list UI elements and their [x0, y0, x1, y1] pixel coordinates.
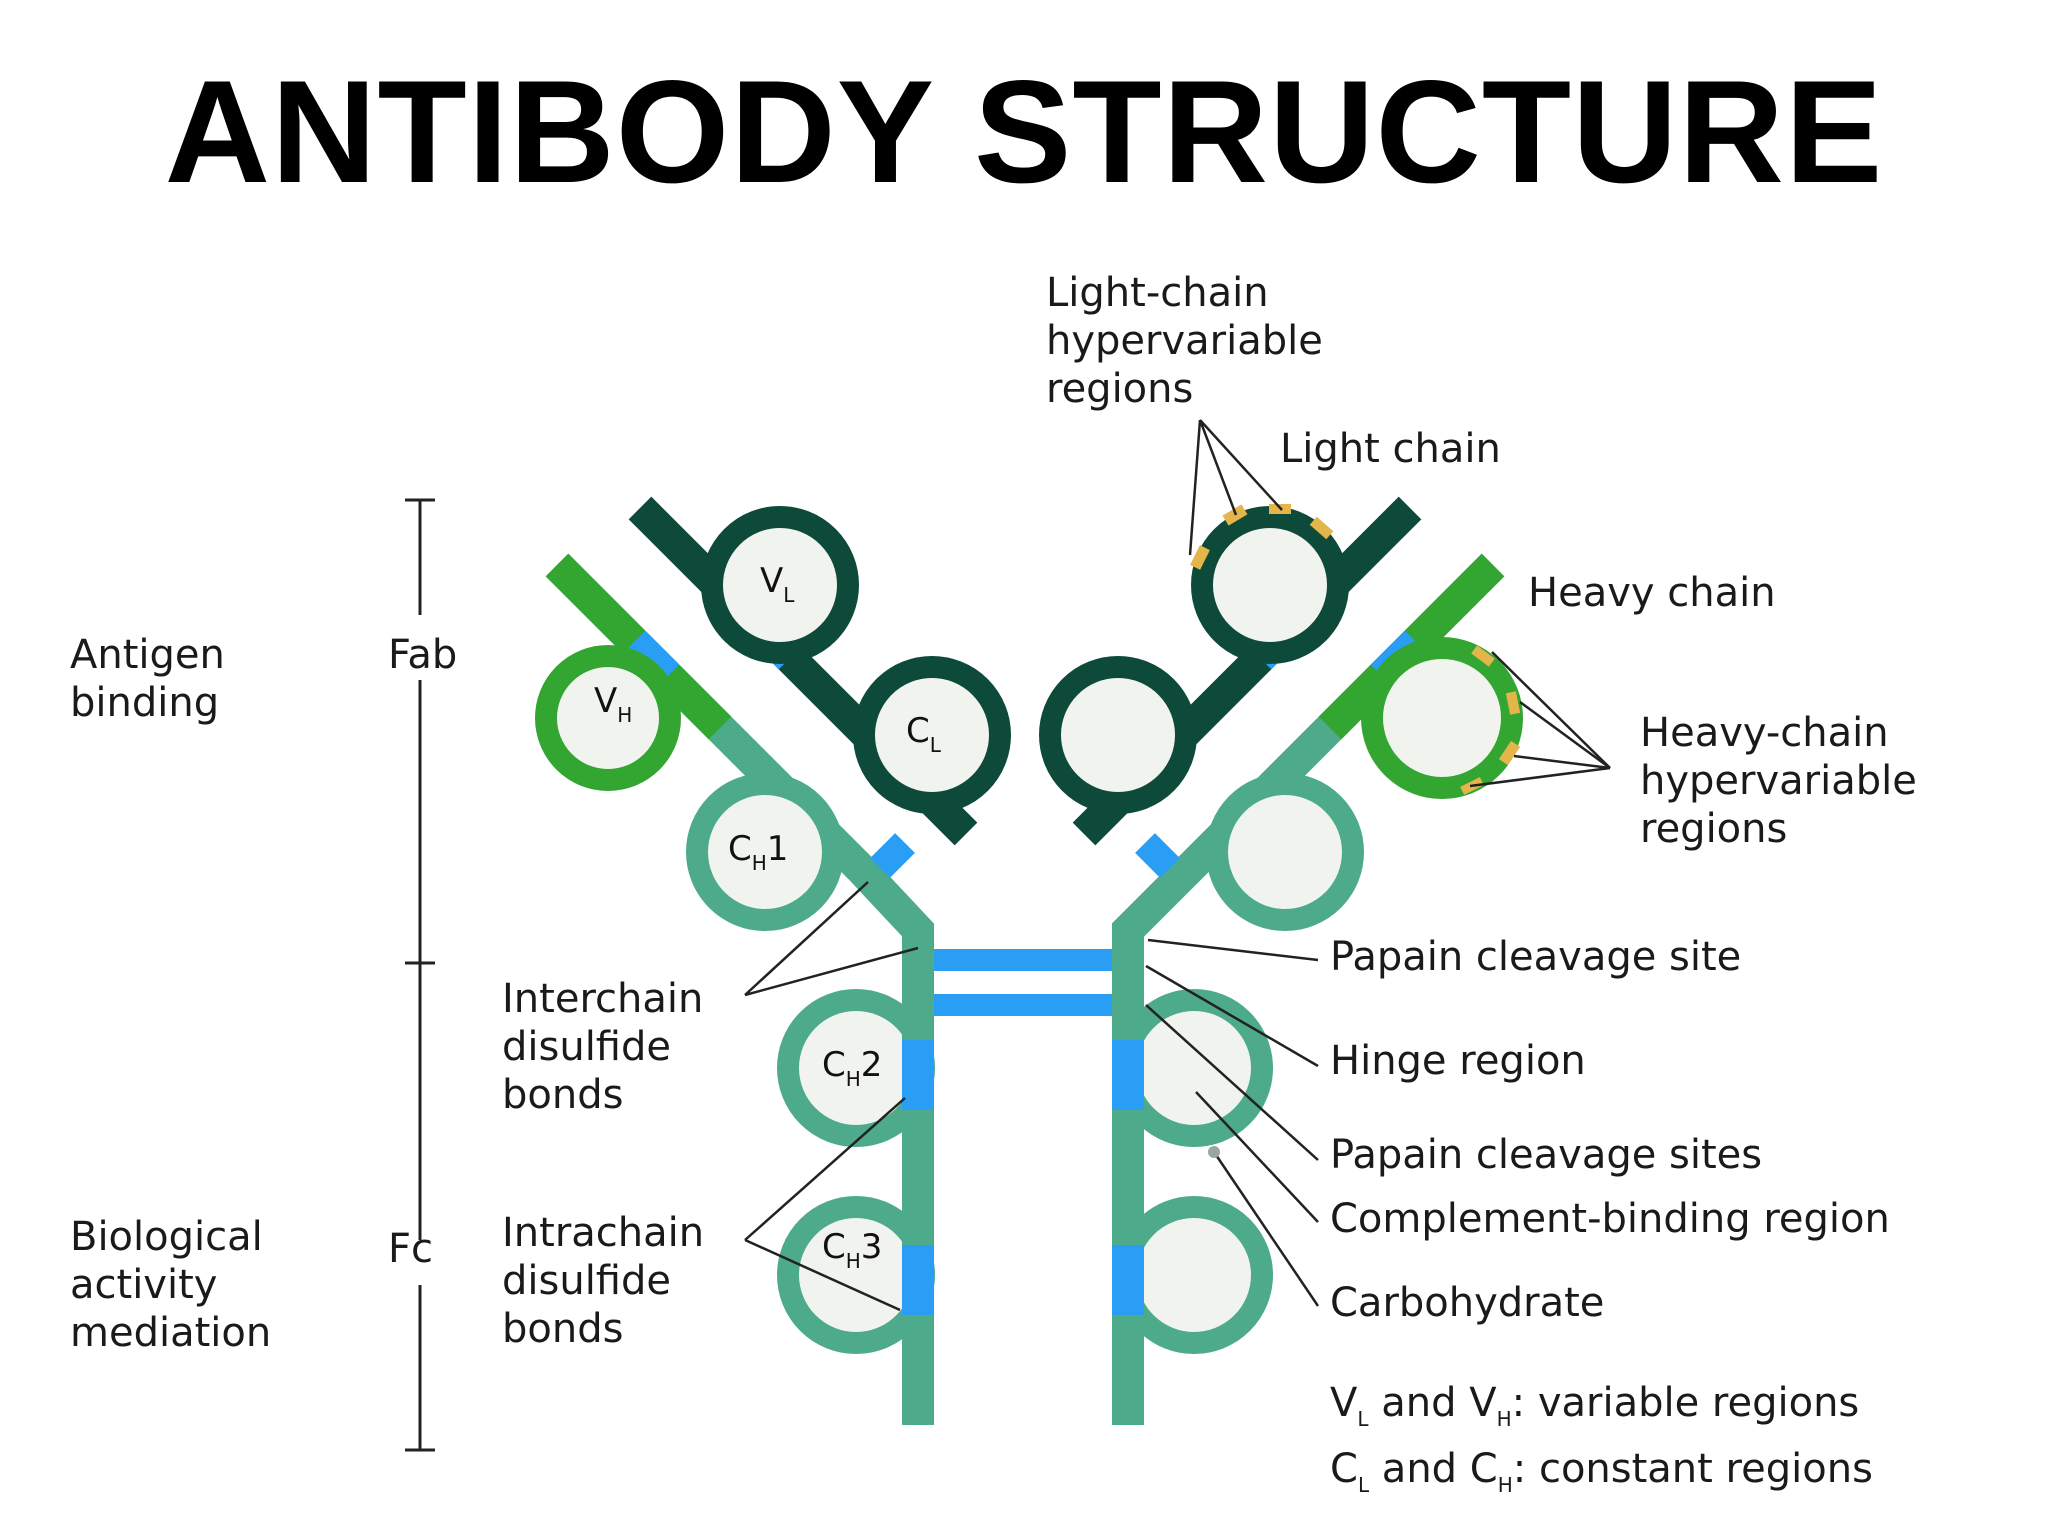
vh-domain — [535, 645, 681, 791]
right-ch1-domain — [1206, 773, 1364, 931]
vl-domain — [701, 506, 859, 664]
left-pointer-lines — [744, 881, 919, 1312]
cl-label: CL — [906, 711, 942, 757]
interchain-bonds-label: Interchain disulfide bonds — [502, 976, 716, 1118]
left-arm — [535, 496, 1011, 1425]
antigen-binding-label: Antigen binding — [70, 632, 238, 726]
hinge-region-label: Hinge region — [1330, 1038, 1586, 1084]
vl-label: VL — [760, 561, 795, 607]
papain-cleavage-site-label: Papain cleavage site — [1330, 934, 1741, 980]
cl-domain — [853, 656, 1011, 814]
ch1-label: CH1 — [728, 829, 788, 875]
fc-label: Fc — [388, 1226, 433, 1272]
legend-constant: CL and CH: constant regions — [1330, 1446, 1873, 1497]
right-pointer-lines — [1145, 419, 1611, 1307]
right-cl-domain — [1039, 656, 1197, 814]
page-title: ANTIBODY STRUCTURE — [164, 50, 1884, 213]
carbohydrate-marker — [1208, 1146, 1220, 1158]
light-chain-hypervariable-label: Light-chain hypervariable regions — [1046, 270, 1336, 412]
right-vh-domain — [1361, 637, 1523, 799]
region-bracket — [405, 498, 435, 1452]
ch1-domain — [686, 773, 844, 931]
ch3-label: CH3 — [822, 1227, 882, 1273]
complement-binding-region-label: Complement-binding region — [1330, 1196, 1890, 1242]
intrachain-bonds-label: Intrachain disulfide bonds — [502, 1210, 717, 1352]
light-chain-label: Light chain — [1280, 426, 1501, 472]
hinge-region — [934, 949, 1112, 1016]
right-vl-domain — [1191, 506, 1349, 664]
right-ch3-domain — [1115, 1196, 1273, 1354]
right-arm — [1039, 496, 1523, 1425]
fab-label: Fab — [388, 632, 457, 678]
ch2-label: CH2 — [822, 1045, 882, 1091]
papain-cleavage-sites-label: Papain cleavage sites — [1330, 1132, 1762, 1178]
heavy-chain-hypervariable-label: Heavy-chain hypervariable regions — [1640, 710, 1930, 852]
biological-activity-label: Biological activity mediation — [70, 1214, 275, 1356]
heavy-chain-label: Heavy chain — [1528, 570, 1776, 616]
carbohydrate-label: Carbohydrate — [1330, 1280, 1604, 1326]
legend-variable: VL and VH: variable regions — [1330, 1380, 1859, 1431]
right-interchain-link — [1135, 833, 1180, 878]
left-interchain-link — [870, 833, 915, 878]
vh-label: VH — [594, 681, 632, 727]
